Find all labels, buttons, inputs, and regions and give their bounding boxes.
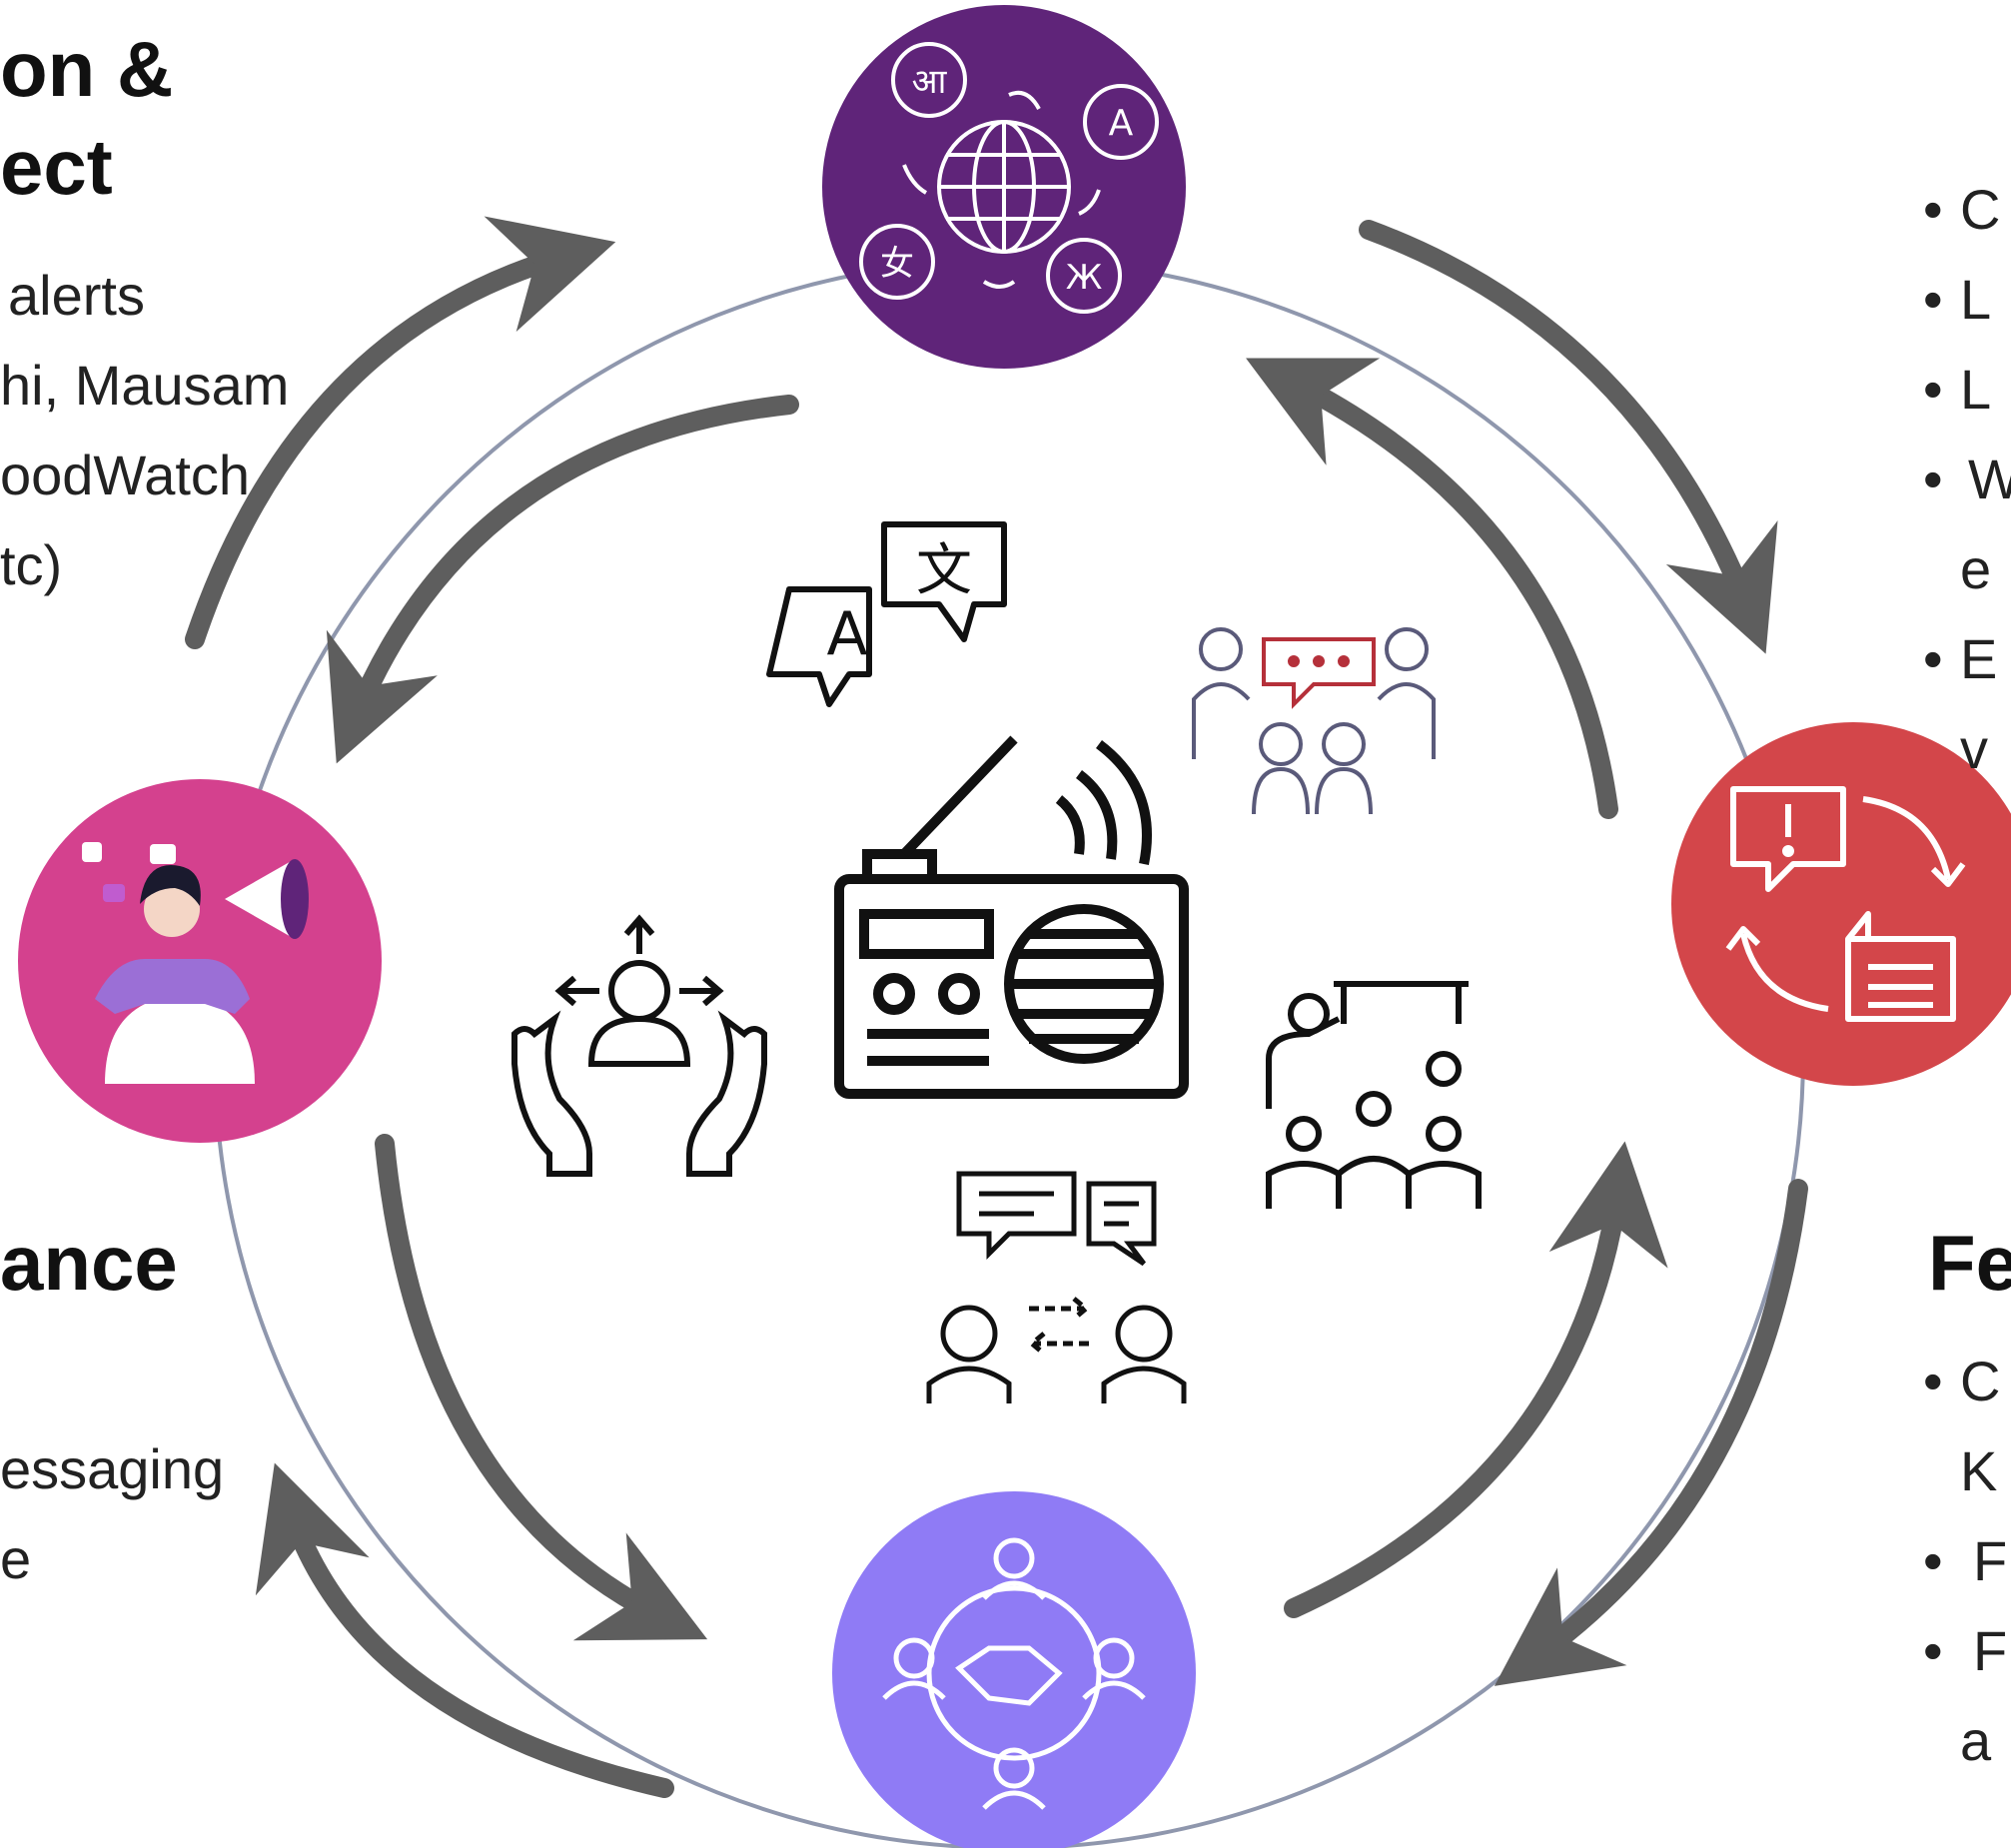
left-top-line-1: alerts: [8, 264, 145, 327]
right-top-line-3: L: [1960, 358, 1992, 421]
woman-megaphone-icon: [82, 842, 309, 1084]
node-top: आ A 女 Ж: [822, 5, 1186, 369]
right-top-bullet-5: •: [1923, 627, 1943, 690]
glyph-hindi: आ: [912, 62, 948, 102]
node-bottom: [832, 1491, 1196, 1848]
two-person-dialogue-icon: [926, 1171, 1187, 1403]
right-top-line-7: v: [1960, 717, 1988, 780]
multilingual-globe-icon: [859, 42, 1159, 314]
svg-text:A: A: [826, 599, 867, 669]
node-right: [1671, 722, 2011, 1086]
left-bottom-line-1: essaging: [0, 1437, 225, 1500]
radio-icon: [834, 735, 1189, 1099]
arrow-outer-bottom-right: [1494, 1179, 1808, 1686]
left-top-heading-line1: on &: [0, 25, 174, 113]
right-top-line-6: E: [1960, 627, 1998, 690]
right-bottom-bullet-1: •: [1923, 1350, 1943, 1412]
right-top-line-2: L: [1960, 268, 1992, 331]
group-meeting-icon: [1192, 627, 1436, 815]
right-bottom-heading: Fe: [1928, 1219, 2011, 1307]
arrow-inner-bottom-left: [375, 1134, 708, 1641]
right-top-line-4: W: [1968, 448, 2011, 510]
left-top-heading-line2: ect: [0, 123, 113, 211]
right-top-bullet-1: •: [1923, 178, 1943, 241]
right-bottom-line-4: F: [1973, 1619, 2008, 1682]
translate-bubbles-icon: A 文: [766, 521, 1007, 707]
right-bottom-line-2: K: [1960, 1439, 1998, 1502]
right-top-bullet-3: •: [1923, 358, 1943, 421]
arrow-outer-top-right: [1359, 220, 1778, 654]
arrow-inner-top-left: [326, 395, 799, 764]
node-left: [18, 779, 382, 1143]
right-bottom-line-3: F: [1973, 1529, 2008, 1592]
community-handshake-icon: [882, 1537, 1146, 1810]
arrow-inner-top-right: [1246, 358, 1618, 819]
right-bottom-bullet-3: •: [1923, 1619, 1943, 1682]
left-top-line-3: oodWatch: [0, 444, 251, 506]
left-bottom-heading: ance: [0, 1219, 178, 1307]
right-bottom-bullet-2: •: [1923, 1529, 1943, 1592]
feedback-exchange-icon: [1725, 786, 1966, 1022]
svg-text:文: 文: [916, 538, 972, 603]
right-bottom-line-5: a: [1960, 1709, 1992, 1772]
left-bottom-line-2: e: [0, 1527, 32, 1590]
glyph-cyrillic: Ж: [1066, 258, 1103, 298]
left-top-line-2: hi, Mausam: [0, 354, 290, 417]
classroom-training-icon: [1266, 981, 1482, 1209]
right-top-bullet-2: •: [1923, 268, 1943, 331]
glyph-latin: A: [1109, 103, 1134, 144]
cycle-arrows: [185, 216, 1808, 1798]
arrow-outer-top-left: [185, 216, 616, 649]
right-top-line-1: C: [1960, 178, 2001, 241]
right-top-bullet-4: •: [1923, 448, 1943, 510]
arrow-inner-bottom-right: [1284, 1141, 1668, 1618]
arrow-outer-bottom-left: [255, 1462, 674, 1798]
glyph-cjk: 女: [880, 244, 914, 284]
right-top-line-5: e: [1960, 537, 1992, 600]
left-top-line-4: tc): [0, 533, 63, 596]
empowerment-hands-icon: [511, 914, 767, 1177]
right-bottom-line-1: C: [1960, 1350, 2001, 1412]
